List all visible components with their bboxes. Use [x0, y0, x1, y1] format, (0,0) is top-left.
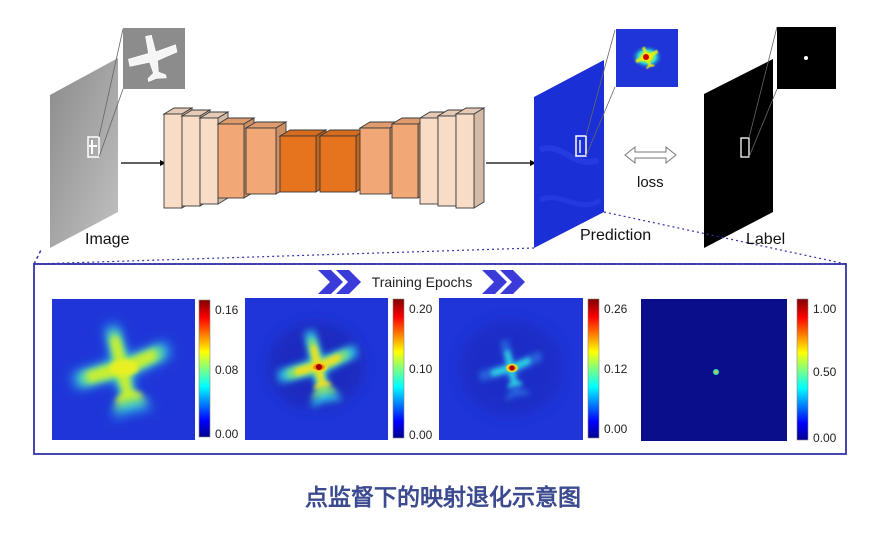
- loss-double-arrow: [624, 145, 677, 165]
- label-roi-box: [740, 137, 750, 158]
- input-image-zoom-inset: [123, 28, 185, 89]
- prediction-slab: [534, 29, 616, 248]
- chevron-arrows-left: [318, 270, 361, 294]
- heatmap-epoch-final: [641, 299, 787, 441]
- label-zoom-inset: [777, 27, 836, 89]
- heatmap-epoch-2: [245, 298, 388, 440]
- colorbar-2-mid: 0.10: [409, 362, 433, 376]
- image-roi-box: [87, 136, 100, 158]
- colorbar-1-mid: 0.08: [215, 363, 239, 377]
- colorbar-4-max: 1.00: [813, 302, 837, 316]
- prediction-roi-box: [575, 135, 587, 157]
- colorbar-2-min: 0.00: [409, 428, 433, 442]
- colorbar-3-max: 0.26: [604, 302, 628, 316]
- network-layer-block: [454, 107, 486, 209]
- label-slab: [704, 26, 778, 248]
- prediction-label: Prediction: [580, 227, 651, 244]
- label-label: Label: [746, 231, 785, 248]
- colorbar-3-mid: 0.12: [604, 362, 628, 376]
- figure-caption: 点监督下的映射退化示意图: [305, 485, 581, 511]
- network-layer-block: [318, 129, 368, 193]
- image-label: Image: [85, 231, 130, 248]
- colorbar-1-max: 0.16: [215, 303, 239, 317]
- colorbar-4: 1.00 0.50 0.00: [796, 298, 837, 445]
- training-epochs-panel: [33, 263, 847, 455]
- loss-label: loss: [637, 174, 664, 191]
- label-point: [804, 56, 808, 60]
- prediction-zoom-inset: [616, 29, 678, 87]
- network-layer-block: [278, 129, 328, 193]
- colorbar-1: 0.16 0.08 0.00: [198, 299, 239, 441]
- input-image-slab: [50, 28, 124, 248]
- heatmap-epoch-3: [439, 298, 583, 440]
- colorbar-3-min: 0.00: [604, 422, 628, 436]
- encoder-decoder-network: [162, 107, 486, 209]
- colorbar-2: 0.20 0.10 0.00: [392, 298, 433, 442]
- colorbar-1-min: 0.00: [215, 427, 239, 441]
- heatmap-epoch-1: [52, 299, 195, 440]
- chevron-arrows-right: [482, 270, 525, 294]
- training-epochs-label: Training Epochs: [372, 274, 473, 290]
- colorbar-3: 0.26 0.12 0.00: [587, 298, 628, 439]
- colorbar-4-min: 0.00: [813, 431, 837, 445]
- colorbar-2-max: 0.20: [409, 302, 433, 316]
- colorbar-4-mid: 0.50: [813, 365, 837, 379]
